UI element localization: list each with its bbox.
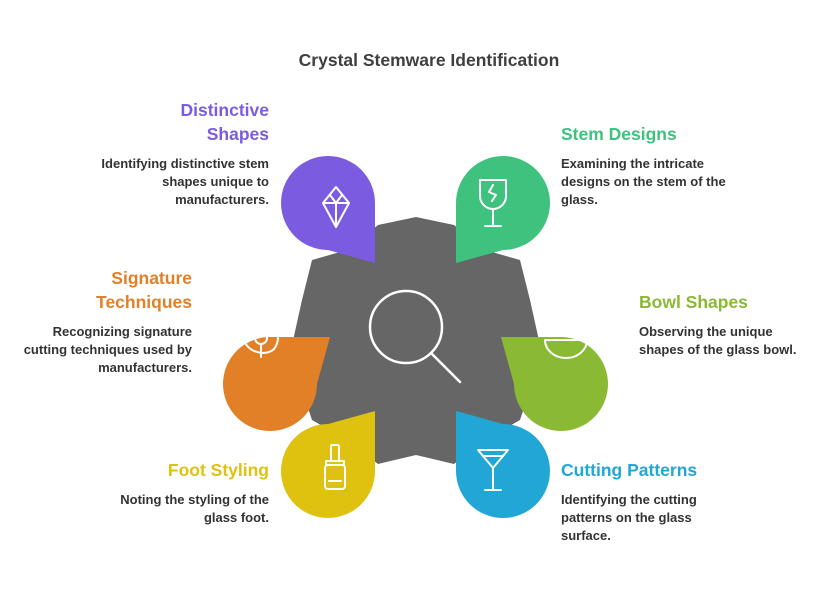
diagram-title: Crystal Stemware Identification: [298, 50, 560, 70]
bottle-icon: [324, 444, 346, 490]
distinctive-shapes-drop: [281, 156, 375, 263]
distinctive-shapes-heading: Distinctive Shapes: [91, 98, 270, 146]
distinctive-shapes-heading-line-1: Distinctive: [180, 100, 270, 120]
stem-designs-drop: [456, 156, 550, 263]
bowl-shapes-heading: Bowl Shapes: [639, 290, 817, 314]
cutting-patterns-heading-line-1: Cutting Patterns: [561, 460, 698, 480]
signature-techniques-node: [223, 311, 330, 431]
foot-styling-heading: Foot Styling: [91, 458, 269, 482]
stem-designs-block: Stem Designs Examining the intricate des…: [561, 122, 739, 209]
broken-glass-icon: [479, 179, 507, 227]
cutting-patterns-block: Cutting Patterns Identifying the cutting…: [561, 458, 739, 545]
foot-styling-description: Noting the styling of the glass foot.: [120, 492, 269, 525]
stem-designs-node: [456, 156, 550, 263]
bowl-icon: [544, 314, 589, 359]
magnifier-icon: [368, 289, 462, 384]
signature-techniques-heading: Signature Techniques: [14, 266, 192, 314]
stem-designs-heading-line-1: Stem Designs: [561, 124, 677, 144]
signature-techniques-drop: [223, 337, 330, 431]
foot-styling-heading-line-1: Foot Styling: [167, 460, 269, 480]
bowl-shapes-drop: [501, 337, 608, 431]
stem-designs-description: Examining the intricate designs on the s…: [561, 156, 726, 207]
center-gear: [292, 217, 540, 464]
diamond-icon: [322, 186, 350, 228]
flame-icon: [242, 311, 279, 358]
signature-techniques-block: Signature Techniques Recognizing signatu…: [14, 266, 192, 377]
distinctive-shapes-node: [281, 156, 375, 263]
cutting-patterns-node: [456, 411, 550, 518]
distinctive-shapes-description: Identifying distinctive stem shapes uniq…: [101, 156, 269, 207]
foot-styling-node: [281, 411, 375, 518]
signature-techniques-description: Recognizing signature cutting techniques…: [23, 324, 192, 375]
signature-techniques-heading-line-2: Techniques: [96, 292, 192, 312]
bowl-shapes-description: Observing the unique shapes of the glass…: [639, 324, 797, 357]
distinctive-shapes-heading-line-2: Shapes: [206, 124, 269, 144]
signature-techniques-heading-line-1: Signature: [111, 268, 192, 288]
stem-designs-heading: Stem Designs: [561, 122, 739, 146]
cutting-patterns-heading: Cutting Patterns: [561, 458, 739, 482]
distinctive-shapes-block: Distinctive Shapes Identifying distincti…: [91, 98, 269, 209]
bowl-shapes-heading-line-1: Bowl Shapes: [639, 292, 748, 312]
cutting-patterns-drop: [456, 411, 550, 518]
cocktail-glass-icon: [477, 449, 509, 491]
cutting-patterns-description: Identifying the cutting patterns on the …: [561, 492, 697, 543]
bowl-shapes-block: Bowl Shapes Observing the unique shapes …: [639, 290, 817, 359]
foot-styling-block: Foot Styling Noting the styling of the g…: [91, 458, 269, 527]
bowl-shapes-node: [501, 314, 608, 431]
